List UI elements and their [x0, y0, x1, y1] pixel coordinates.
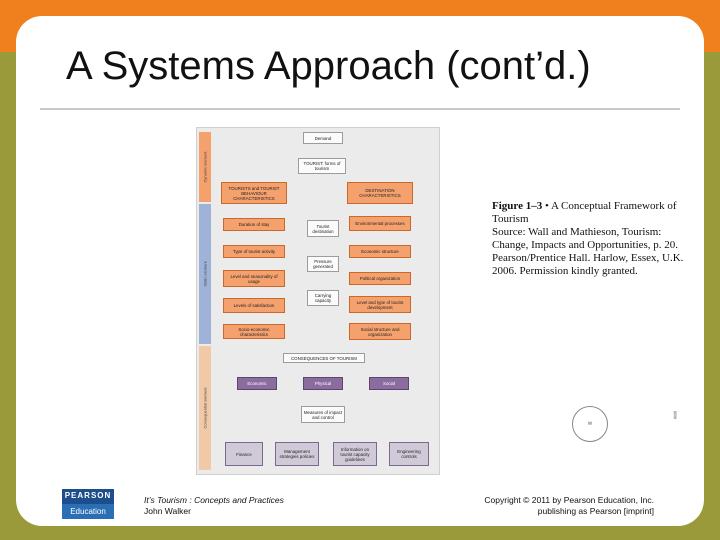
figure-caption: Figure 1–3 • A Conceptual Framework of T…	[492, 200, 688, 278]
box-economic-structure: Economic structure	[349, 245, 411, 258]
conceptual-framework-figure: Dynamic element Static element Consequen…	[196, 127, 440, 475]
footer-book-info: It’s Tourism : Concepts and Practices Jo…	[144, 495, 284, 517]
footer-author: John Walker	[144, 506, 191, 516]
box-development: Level and type of tourist development	[349, 296, 411, 313]
strip-dynamic: Dynamic element	[199, 132, 211, 202]
box-finance: Finance	[225, 442, 263, 466]
caption-label: Figure 1–3	[492, 200, 543, 212]
box-activity: Type of tourist activity	[223, 245, 285, 258]
strip-static: Static element	[199, 204, 211, 344]
footer-book-title: It’s Tourism : Concepts and Practices	[144, 495, 284, 505]
box-destination-characteristics: DESTINATION CHARACTERISTICS	[347, 182, 413, 204]
box-political: Political organization	[349, 272, 411, 285]
box-duration: Duration of stay	[223, 218, 285, 231]
box-pressure: Pressure generated	[307, 256, 339, 272]
box-impact-social: Social	[369, 377, 409, 390]
footer-copyright: Copyright © 2011 by Pearson Education, I…	[484, 495, 654, 505]
logo-top-text: PEARSON	[64, 491, 112, 500]
box-socio-economic: Socio-economic characteristics	[223, 324, 285, 339]
box-impact-physical: Physical	[303, 377, 343, 390]
footer-imprint: publishing as Pearson [imprint]	[537, 506, 654, 516]
logo-bottom-text: Education	[62, 504, 114, 519]
postmark-stamp-icon: ✉	[572, 406, 608, 442]
box-engineering: Engineering controls	[389, 442, 429, 466]
caption-text: • A Conceptual Framework of Tourism	[492, 200, 677, 225]
box-tourist-characteristics: TOURISTS and TOURIST BEHAVIOUR CHARACTER…	[221, 182, 287, 204]
box-satisfaction: Levels of satisfaction	[223, 298, 285, 313]
title-divider	[40, 108, 680, 110]
box-tourist-forms: TOURIST: forms of tourism	[298, 158, 346, 174]
stamp-decoration-icon: ✉✉	[673, 410, 680, 420]
box-consequences: CONSEQUENCES OF TOURISM	[283, 353, 365, 363]
slide-title: A Systems Approach (cont’d.)	[66, 44, 591, 88]
box-impact-economic: Economic	[237, 377, 277, 390]
box-carrying-capacity: Carrying capacity	[307, 290, 339, 306]
strip-dynamic-label: Dynamic element	[202, 151, 208, 183]
box-tourist-destination: Tourist destination	[307, 220, 339, 237]
box-management: Management strategies policies	[275, 442, 319, 466]
strip-consequential: Consequential element	[199, 346, 211, 470]
footer-copyright-block: Copyright © 2011 by Pearson Education, I…	[464, 495, 654, 517]
box-demand: Demand	[303, 132, 343, 144]
strip-static-label: Static element	[202, 261, 208, 287]
pearson-logo: PEARSON Education	[62, 489, 114, 519]
box-information: Information on tourist capacity guidelin…	[333, 442, 377, 466]
box-usage: Level and seasonality of usage	[223, 270, 285, 287]
caption-source: Source: Wall and Mathieson, Tourism: Cha…	[492, 226, 684, 277]
box-measures: Measures of impact and control	[301, 406, 345, 423]
box-social-structure: Social structure and organization	[349, 323, 411, 340]
box-environmental: Environmental processes	[349, 216, 411, 231]
strip-consequential-label: Consequential element	[202, 387, 208, 429]
